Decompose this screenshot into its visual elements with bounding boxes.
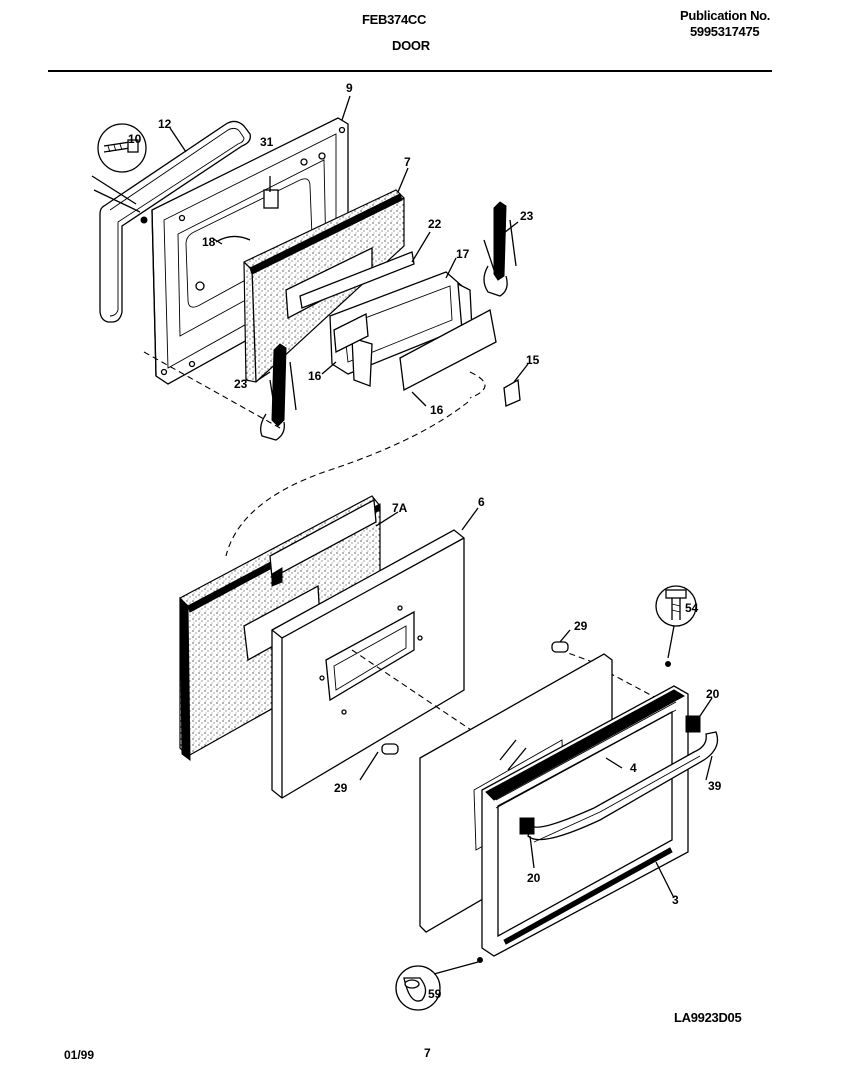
link-dashed-line-2	[351, 649, 481, 737]
part-31-clip	[263, 189, 279, 209]
callout-59: 59	[428, 987, 442, 1001]
callout-31: 31	[260, 135, 274, 149]
revision-date: 01/99	[64, 1048, 95, 1062]
callout-15: 15	[526, 353, 540, 367]
part-10-screw	[91, 123, 148, 224]
callout-17: 17	[456, 247, 470, 261]
callout-10: 10	[128, 132, 142, 146]
callout-39: 39	[708, 779, 722, 793]
part-54-screw	[655, 585, 697, 667]
drawing-code: LA9923D05	[674, 1010, 742, 1025]
callout-9: 9	[346, 81, 353, 95]
part-22-glass	[299, 251, 415, 309]
callout-12: 12	[158, 117, 172, 131]
model-number: FEB374CC	[362, 12, 427, 27]
callout-16-right: 16	[430, 403, 444, 417]
part-23-hinge-left	[260, 343, 297, 441]
part-59-bumper	[395, 961, 479, 1011]
part-16-glass-left	[333, 312, 369, 354]
part-15-clip	[503, 378, 521, 407]
callout-54: 54	[685, 601, 699, 615]
publication-label: Publication No.	[680, 8, 771, 23]
callout-6: 6	[478, 495, 485, 509]
callout-22: 22	[428, 217, 442, 231]
callout-20-left: 20	[527, 871, 541, 885]
part-20-bracket-left	[519, 817, 535, 835]
callout-18: 18	[202, 235, 216, 249]
callout-20-right: 20	[706, 687, 720, 701]
callout-7a: 7A	[392, 501, 408, 515]
part-16-glass-right	[399, 309, 497, 392]
callout-29-lower: 29	[334, 781, 348, 795]
link-dashed-line	[225, 401, 469, 557]
header-rule	[48, 70, 772, 72]
part-39-handle	[527, 731, 719, 843]
top-leader-lines	[143, 95, 529, 429]
bottom-leader-lines	[359, 507, 713, 899]
callout-29-upper: 29	[574, 619, 588, 633]
part-29-spacer-lower	[381, 743, 399, 755]
callout-16-left: 16	[308, 369, 322, 383]
part-18-leader	[215, 235, 251, 243]
callout-7: 7	[404, 155, 411, 169]
publication-number: 5995317475	[690, 24, 760, 39]
part-17-glass-pack	[329, 271, 473, 387]
callout-4: 4	[630, 761, 637, 775]
page-number: 7	[424, 1046, 431, 1060]
part-12-gasket	[99, 120, 251, 323]
section-title: DOOR	[392, 38, 430, 53]
part-29-spacer-upper	[551, 641, 569, 653]
callout-3: 3	[672, 893, 679, 907]
part-23-hinge-right	[483, 201, 517, 297]
callout-23-right: 23	[520, 209, 534, 223]
part-6-inner-sheet	[271, 529, 465, 799]
callout-23-left: 23	[234, 377, 248, 391]
part-20-bracket-right	[685, 715, 701, 733]
